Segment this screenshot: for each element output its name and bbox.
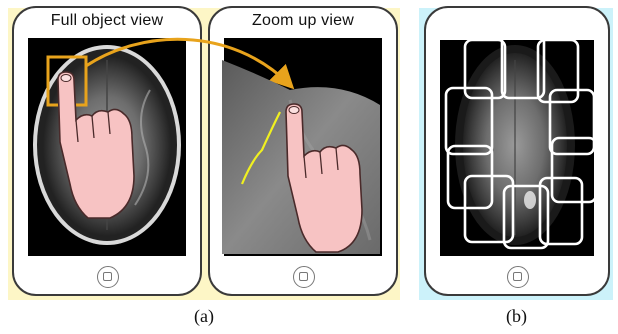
- caption-b: (b): [506, 306, 527, 327]
- caption-a: (a): [194, 306, 214, 327]
